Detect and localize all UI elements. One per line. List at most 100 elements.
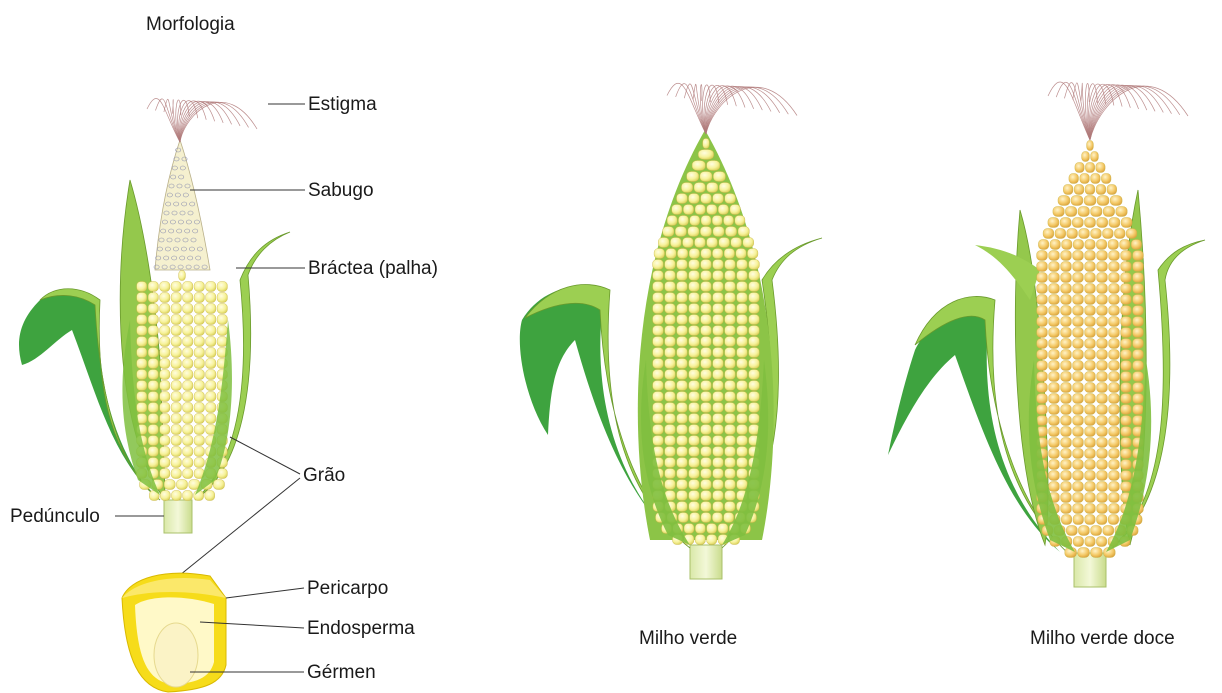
kernel: [183, 392, 193, 402]
kernel: [725, 381, 736, 391]
kernel: [749, 271, 760, 281]
kernel: [695, 535, 705, 545]
kernel: [701, 304, 712, 314]
kernel: [653, 436, 664, 446]
kernel: [1037, 350, 1048, 360]
estigma-label: Estigma: [308, 94, 377, 115]
kernel: [1037, 251, 1048, 261]
kernel: [718, 524, 728, 534]
kernel: [171, 436, 181, 446]
kernel: [1097, 493, 1108, 503]
kernel: [194, 370, 204, 380]
kernel: [653, 348, 664, 358]
kernel: [707, 535, 717, 545]
kernel: [137, 348, 147, 358]
kernel: [677, 282, 688, 292]
kernel: [737, 414, 748, 424]
kernel: [183, 304, 193, 314]
kernel: [713, 480, 724, 490]
kernel: [1103, 207, 1114, 217]
kernel: [665, 469, 676, 479]
kernel: [725, 271, 736, 281]
kernel: [1073, 482, 1084, 492]
kernel: [160, 458, 170, 468]
kernel: [658, 238, 669, 248]
kernel: [213, 480, 224, 490]
kernel: [678, 513, 688, 523]
kernel: [206, 282, 216, 292]
kernel: [183, 425, 193, 435]
kernel: [217, 326, 227, 336]
kernel: [194, 414, 204, 424]
kernel: [1121, 218, 1132, 228]
kernel: [1085, 295, 1096, 305]
kernel: [1073, 328, 1084, 338]
kernel: [1037, 317, 1048, 327]
kernel: [1049, 482, 1060, 492]
kernel: [713, 348, 724, 358]
kernel: [749, 381, 760, 391]
kernel: [665, 271, 676, 281]
kernel: [689, 359, 700, 369]
kernel: [737, 337, 748, 347]
kernel: [1049, 383, 1060, 393]
kernel: [725, 480, 736, 490]
kernel: [1097, 515, 1108, 525]
silk-strand: [706, 87, 797, 134]
kernel: [713, 403, 724, 413]
kernel: [665, 480, 676, 490]
kernel: [677, 271, 688, 281]
kernel: [701, 469, 712, 479]
kernel: [1097, 361, 1108, 371]
kernel: [713, 381, 724, 391]
kernel: [1071, 196, 1083, 206]
kernel: [183, 458, 193, 468]
kernel: [1048, 218, 1059, 228]
kernel: [713, 282, 724, 292]
kernel: [160, 359, 170, 369]
kernel: [737, 469, 748, 479]
kernel: [1073, 460, 1084, 470]
kernel: [1085, 493, 1096, 503]
endosperma-label: Endosperma: [307, 618, 415, 639]
kernel: [713, 359, 724, 369]
kernel: [1109, 295, 1120, 305]
kernel: [1091, 526, 1102, 536]
pericarpo-label: Pericarpo: [307, 578, 388, 599]
kernel: [713, 491, 724, 501]
kernel: [1101, 174, 1111, 184]
kernel: [718, 205, 728, 215]
kernel: [749, 326, 760, 336]
kernel: [1073, 306, 1084, 316]
kernel: [1096, 163, 1105, 173]
kernel: [665, 304, 676, 314]
kernel: [171, 370, 181, 380]
kernel: [683, 205, 693, 215]
kernel: [1108, 515, 1119, 525]
kernel: [1109, 251, 1120, 261]
kernel: [1061, 504, 1072, 514]
kernel: [160, 403, 170, 413]
kernel: [1061, 306, 1072, 316]
kernel: [724, 249, 735, 259]
kernel: [1121, 284, 1132, 294]
kernel: [1037, 328, 1048, 338]
kernel: [1055, 229, 1066, 239]
kernel: [689, 480, 700, 490]
kernel: [1109, 416, 1120, 426]
kernel: [713, 293, 724, 303]
kernel: [1121, 328, 1132, 338]
kernel: [735, 216, 745, 226]
kernel: [689, 403, 700, 413]
kernel: [171, 381, 181, 391]
kernel: [148, 392, 158, 402]
kernel: [137, 315, 147, 325]
kernel: [1061, 273, 1072, 283]
kernel: [1061, 405, 1072, 415]
kernel: [1091, 548, 1103, 558]
kernel: [1049, 251, 1060, 261]
kernel: [1049, 328, 1060, 338]
kernel: [737, 315, 748, 325]
kernel: [1133, 284, 1144, 294]
kernel: [738, 227, 749, 237]
